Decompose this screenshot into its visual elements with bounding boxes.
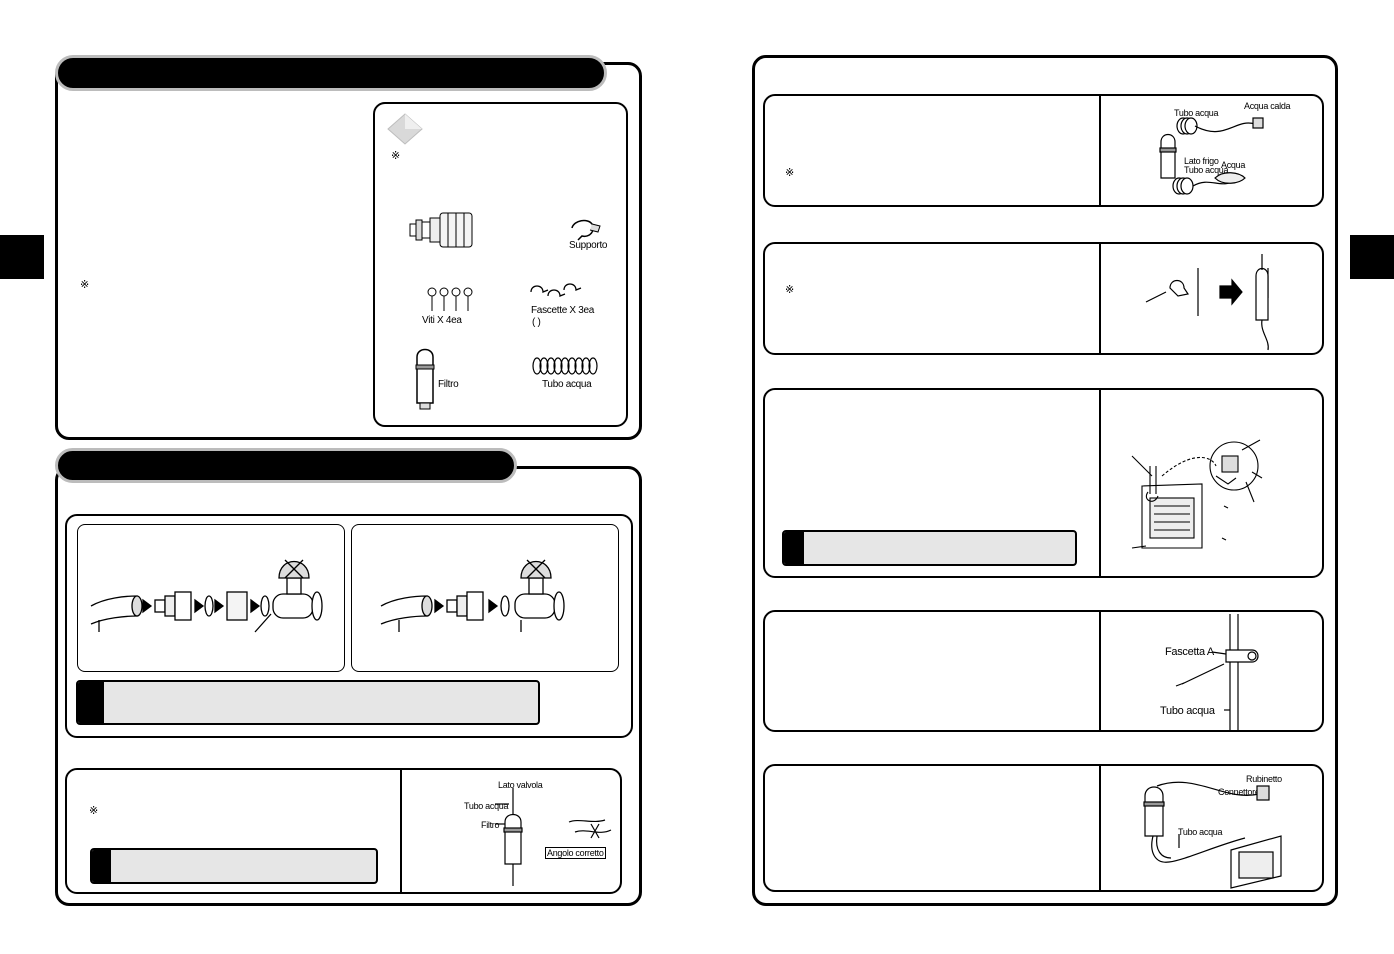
- screws-icon: [427, 287, 473, 311]
- kit-box: [373, 102, 628, 427]
- clamp-a-label: Fascetta A: [1165, 646, 1214, 658]
- water-tube-label: Tubo acqua: [1160, 705, 1215, 717]
- valve-assembly-a-illustration: [90, 559, 323, 633]
- correct-angle-label: Angolo corretto: [545, 847, 606, 859]
- support-bracket-icon: [571, 219, 601, 241]
- water-tube-label: Tubo acqua: [1178, 827, 1223, 837]
- step2-illustration: [1145, 254, 1269, 351]
- note-symbol: ※: [785, 167, 795, 179]
- filter-install-illustration: [495, 788, 612, 886]
- note-symbol: ※: [785, 284, 795, 296]
- note-symbol: ※: [391, 150, 401, 162]
- diamond-bullet-icon: [387, 113, 423, 145]
- right-page-tab: [1350, 235, 1394, 279]
- note-symbol: ※: [89, 805, 99, 817]
- water-label: Acqua: [1221, 160, 1246, 170]
- quick-connector-icon: [409, 212, 473, 248]
- connector-label: Connettore: [1218, 787, 1260, 797]
- clamps-label: Fascette X 3ea: [531, 305, 595, 316]
- note-symbol: ※: [80, 279, 90, 291]
- option-a-panel: [77, 524, 345, 672]
- water-tube-label: Tubo acqua: [1174, 108, 1219, 118]
- filter-label: Filtro: [481, 820, 500, 830]
- step2-divider: [1099, 244, 1101, 353]
- hot-water-label: Acqua calda: [1244, 101, 1291, 111]
- step3-divider: [1099, 390, 1101, 576]
- step1-box: [763, 94, 1324, 207]
- coiled-tube-icon: [532, 357, 598, 375]
- accessories-heading-bar: [55, 55, 607, 91]
- step1-illustration: [1159, 117, 1264, 195]
- support-label: Supporto: [569, 240, 608, 251]
- cold-side-label: Lato frigo: [1184, 156, 1219, 166]
- filter-label: Filtro: [438, 379, 459, 390]
- filter-step-divider: [400, 770, 402, 892]
- step1-divider: [1099, 96, 1101, 205]
- tube-label: Tubo acqua: [542, 379, 592, 390]
- step4-divider: [1099, 612, 1101, 730]
- step4-illustration: [1175, 614, 1259, 730]
- clamps-note: ( ): [532, 317, 541, 328]
- step3-illustration: [1131, 439, 1263, 549]
- left-page-tab: [0, 235, 44, 279]
- step5-divider: [1099, 766, 1101, 890]
- clamps-icon: [530, 283, 582, 297]
- step3-note-bar: [782, 530, 1077, 566]
- filter-cartridge-icon: [415, 348, 435, 410]
- tap-label: Rubinetto: [1246, 774, 1282, 784]
- screws-label: Viti X 4ea: [422, 315, 462, 326]
- valve-assembly-b-illustration: [380, 559, 565, 632]
- valve-side-label: Lato valvola: [498, 780, 543, 790]
- cold-side-tube-label: Tubo acqua: [1184, 165, 1229, 175]
- water-tube-label: Tubo acqua: [464, 801, 509, 811]
- connection-note-bar: [76, 680, 540, 725]
- connection-heading-bar: [55, 448, 517, 483]
- step5-illustration: [1143, 781, 1282, 889]
- option-b-panel: [351, 524, 619, 672]
- filter-note-bar: [90, 848, 378, 884]
